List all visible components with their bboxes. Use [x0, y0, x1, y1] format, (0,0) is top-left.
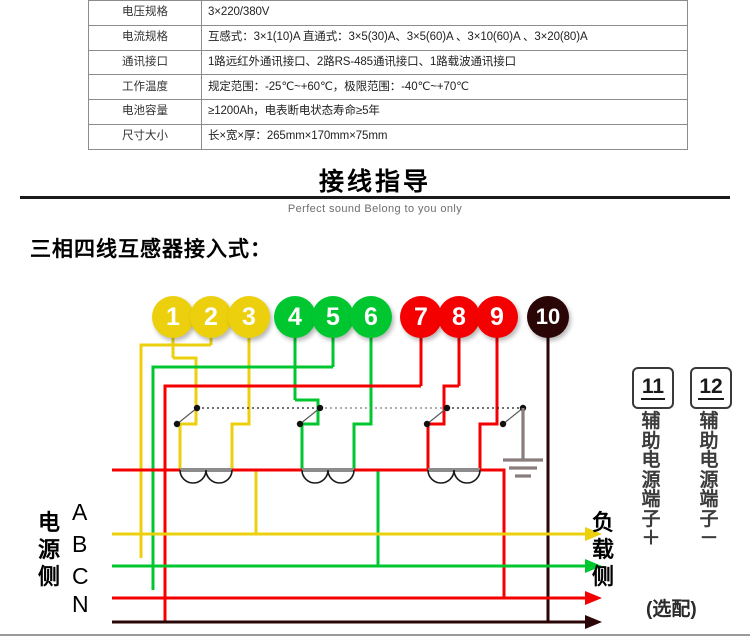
ground-symbol: [503, 408, 543, 478]
source-side-label: 电源侧: [37, 510, 60, 589]
spec-value: 1路远红外通讯接口、2路RS-485通讯接口、1路载波通讯接口: [201, 49, 688, 76]
link-bus: [173, 404, 527, 428]
bottom-divider: [0, 634, 750, 636]
specification-table: 电压规格 3×220/380V 电流规格 互感式：3×1(10)A 直通式：3×…: [88, 0, 688, 150]
phase-label-b: B: [72, 531, 88, 557]
aux-terminal-number: 11: [640, 375, 666, 401]
spec-key: 电压规格: [88, 0, 202, 26]
terminal-number: 9: [490, 302, 504, 331]
terminal-stems: [171, 330, 550, 622]
ct-core-group: [179, 468, 481, 484]
terminal-number: 2: [204, 302, 218, 331]
terminal-10[interactable]: 10: [527, 296, 569, 338]
terminal-number: 10: [535, 304, 561, 329]
terminal-number: 8: [452, 302, 466, 331]
terminal-2[interactable]: 2: [190, 296, 232, 338]
phase-label-n: N: [72, 591, 89, 617]
table-row: 电压规格 3×220/380V: [88, 0, 688, 26]
terminal-3[interactable]: 3: [228, 296, 270, 338]
table-row: 工作温度 规定范围：-25℃~+60℃，极限范围：-40℃~+70℃: [88, 74, 688, 101]
title-divider: [20, 196, 730, 199]
spec-table-body: 电压规格 3×220/380V 电流规格 互感式：3×1(10)A 直通式：3×…: [88, 0, 688, 150]
spec-value: 互感式：3×1(10)A 直通式：3×5(30)A、3×5(60)A 、3×10…: [201, 24, 688, 51]
section-heading: 三相四线互感器接入式：: [30, 238, 272, 261]
terminal-number: 1: [166, 302, 180, 331]
spec-key: 尺寸大小: [88, 123, 202, 150]
spec-key: 工作温度: [88, 74, 202, 101]
terminal-9[interactable]: 9: [476, 296, 518, 338]
table-row: 尺寸大小 长×宽×厚：265mm×170mm×75mm: [88, 123, 688, 150]
phase-b-wiring: [112, 365, 380, 590]
aux-terminal-12-box[interactable]: 12: [690, 367, 732, 409]
load-side-lines: [112, 527, 602, 629]
terminal-5[interactable]: 5: [312, 296, 354, 338]
page-title: 接线指导: [318, 168, 431, 196]
terminal-number: 6: [364, 302, 378, 331]
terminal-1[interactable]: 1: [152, 296, 194, 338]
table-row: 电流规格 互感式：3×1(10)A 直通式：3×5(30)A、3×5(60)A …: [88, 24, 688, 51]
spec-value: 长×宽×厚：265mm×170mm×75mm: [201, 123, 688, 150]
table-row: 电池容量 ≥1200Ah，电表断电状态寿命≥5年: [88, 99, 688, 125]
phase-a-wiring: [112, 343, 258, 558]
spec-value: 3×220/380V: [201, 0, 688, 26]
spec-key: 电池容量: [88, 99, 202, 125]
terminal-number: 4: [288, 302, 302, 331]
terminal-8[interactable]: 8: [438, 296, 480, 338]
phase-label-a: A: [72, 499, 88, 525]
load-side-label: 负载侧: [591, 510, 614, 589]
aux-optional-note: (选配): [646, 599, 697, 620]
spec-value: ≥1200Ah，电表断电状态寿命≥5年: [201, 99, 688, 125]
terminal-7[interactable]: 7: [400, 296, 442, 338]
page-subtitle: Perfect sound Belong to you only: [287, 203, 463, 215]
terminal-number: 7: [414, 302, 428, 331]
terminal-number: 5: [326, 302, 340, 331]
aux-terminal-11-label: 辅助电源端子＋: [641, 411, 661, 550]
table-row: 通讯接口 1路远红外通讯接口、2路RS-485通讯接口、1路载波通讯接口: [88, 49, 688, 76]
terminal-number: 3: [242, 302, 256, 331]
phase-label-c: C: [72, 563, 89, 589]
aux-terminal-12-label: 辅助电源端子－: [699, 411, 719, 550]
phase-c-wiring: [112, 384, 506, 622]
spec-value: 规定范围：-25℃~+60℃，极限范围：-40℃~+70℃: [201, 74, 688, 101]
aux-terminal-number: 12: [698, 375, 724, 401]
terminal-4[interactable]: 4: [274, 296, 316, 338]
terminal-6[interactable]: 6: [350, 296, 392, 338]
aux-terminal-11-box[interactable]: 11: [632, 367, 674, 409]
